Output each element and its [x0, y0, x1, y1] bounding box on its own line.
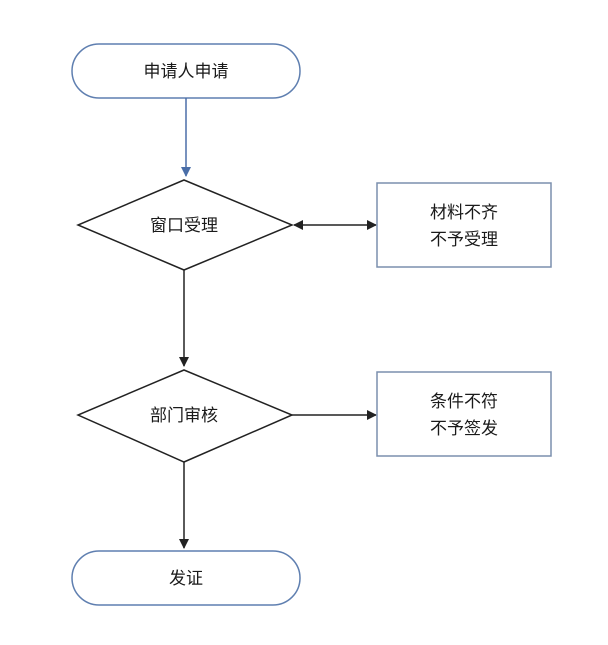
- start-terminal: 申请人申请: [71, 43, 301, 99]
- dept-review-label: 部门审核: [150, 406, 218, 426]
- materials-incomplete-line-2: 不予受理: [430, 230, 498, 250]
- conditions-unmet-line-1: 条件不符: [430, 392, 498, 412]
- window-accept-diamond: 窗口受理: [76, 179, 294, 271]
- window-accept-label: 窗口受理: [150, 216, 218, 236]
- materials-incomplete-line-1: 材料不齐: [430, 203, 498, 223]
- materials-incomplete-box: 材料不齐 不予受理: [376, 182, 552, 268]
- issue-terminal: 发证: [71, 550, 301, 606]
- conditions-unmet-box: 条件不符 不予签发: [376, 371, 552, 457]
- start-terminal-label: 申请人申请: [144, 62, 229, 82]
- conditions-unmet-line-2: 不予签发: [430, 419, 498, 439]
- dept-review-diamond: 部门审核: [76, 369, 294, 463]
- issue-terminal-label: 发证: [169, 569, 203, 589]
